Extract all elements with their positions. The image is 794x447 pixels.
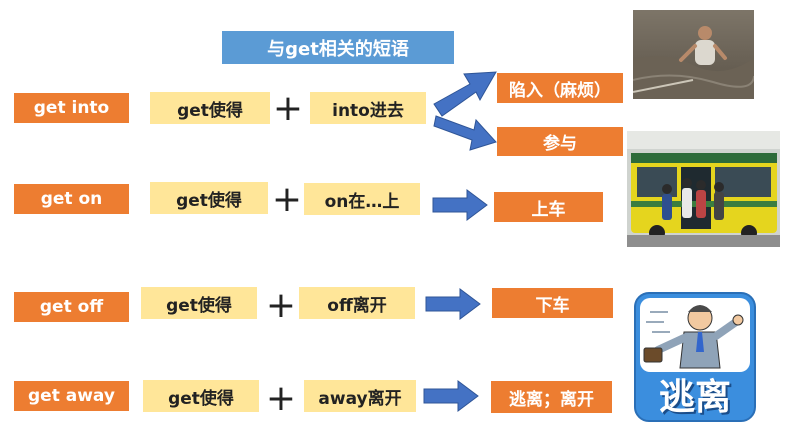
plus-sign: + xyxy=(271,179,303,220)
arrow-right-icon xyxy=(423,380,479,412)
meaning-get-into-1: 陷入（麻烦） xyxy=(497,73,623,103)
plus-sign: + xyxy=(272,88,304,129)
part1-get-on: get使得 xyxy=(150,182,268,214)
meaning-get-off: 下车 xyxy=(492,288,613,318)
man-stuck-in-mud-photo xyxy=(633,10,754,99)
part1-get-off: get使得 xyxy=(141,287,257,319)
page-title: 与get相关的短语 xyxy=(222,31,454,64)
arrow-down-icon xyxy=(433,115,497,151)
part2-get-away: away离开 xyxy=(304,380,416,412)
meaning-get-on: 上车 xyxy=(494,192,603,222)
part1-get-into: get使得 xyxy=(150,92,270,124)
meaning-get-away: 逃离；离开 xyxy=(491,381,612,413)
phrase-get-into: get into xyxy=(14,93,129,123)
part2-get-into: into进去 xyxy=(310,92,426,124)
arrow-up-icon xyxy=(433,71,497,117)
part2-get-on: on在…上 xyxy=(304,183,420,215)
part1-get-away: get使得 xyxy=(143,380,259,412)
running-businessman-icon: 逃离 xyxy=(634,292,756,422)
arrow-right-icon xyxy=(432,189,488,221)
people-boarding-bus-photo xyxy=(627,131,780,247)
phrase-get-off: get off xyxy=(14,292,129,322)
part2-get-off: off离开 xyxy=(299,287,415,319)
meaning-get-into-2: 参与 xyxy=(497,127,623,156)
plus-sign: + xyxy=(265,378,297,419)
phrase-get-away: get away xyxy=(14,381,129,411)
plus-sign: + xyxy=(265,285,297,326)
arrow-right-icon xyxy=(425,288,481,320)
escape-icon-text: 逃离 xyxy=(658,377,731,418)
phrase-get-on: get on xyxy=(14,184,129,214)
